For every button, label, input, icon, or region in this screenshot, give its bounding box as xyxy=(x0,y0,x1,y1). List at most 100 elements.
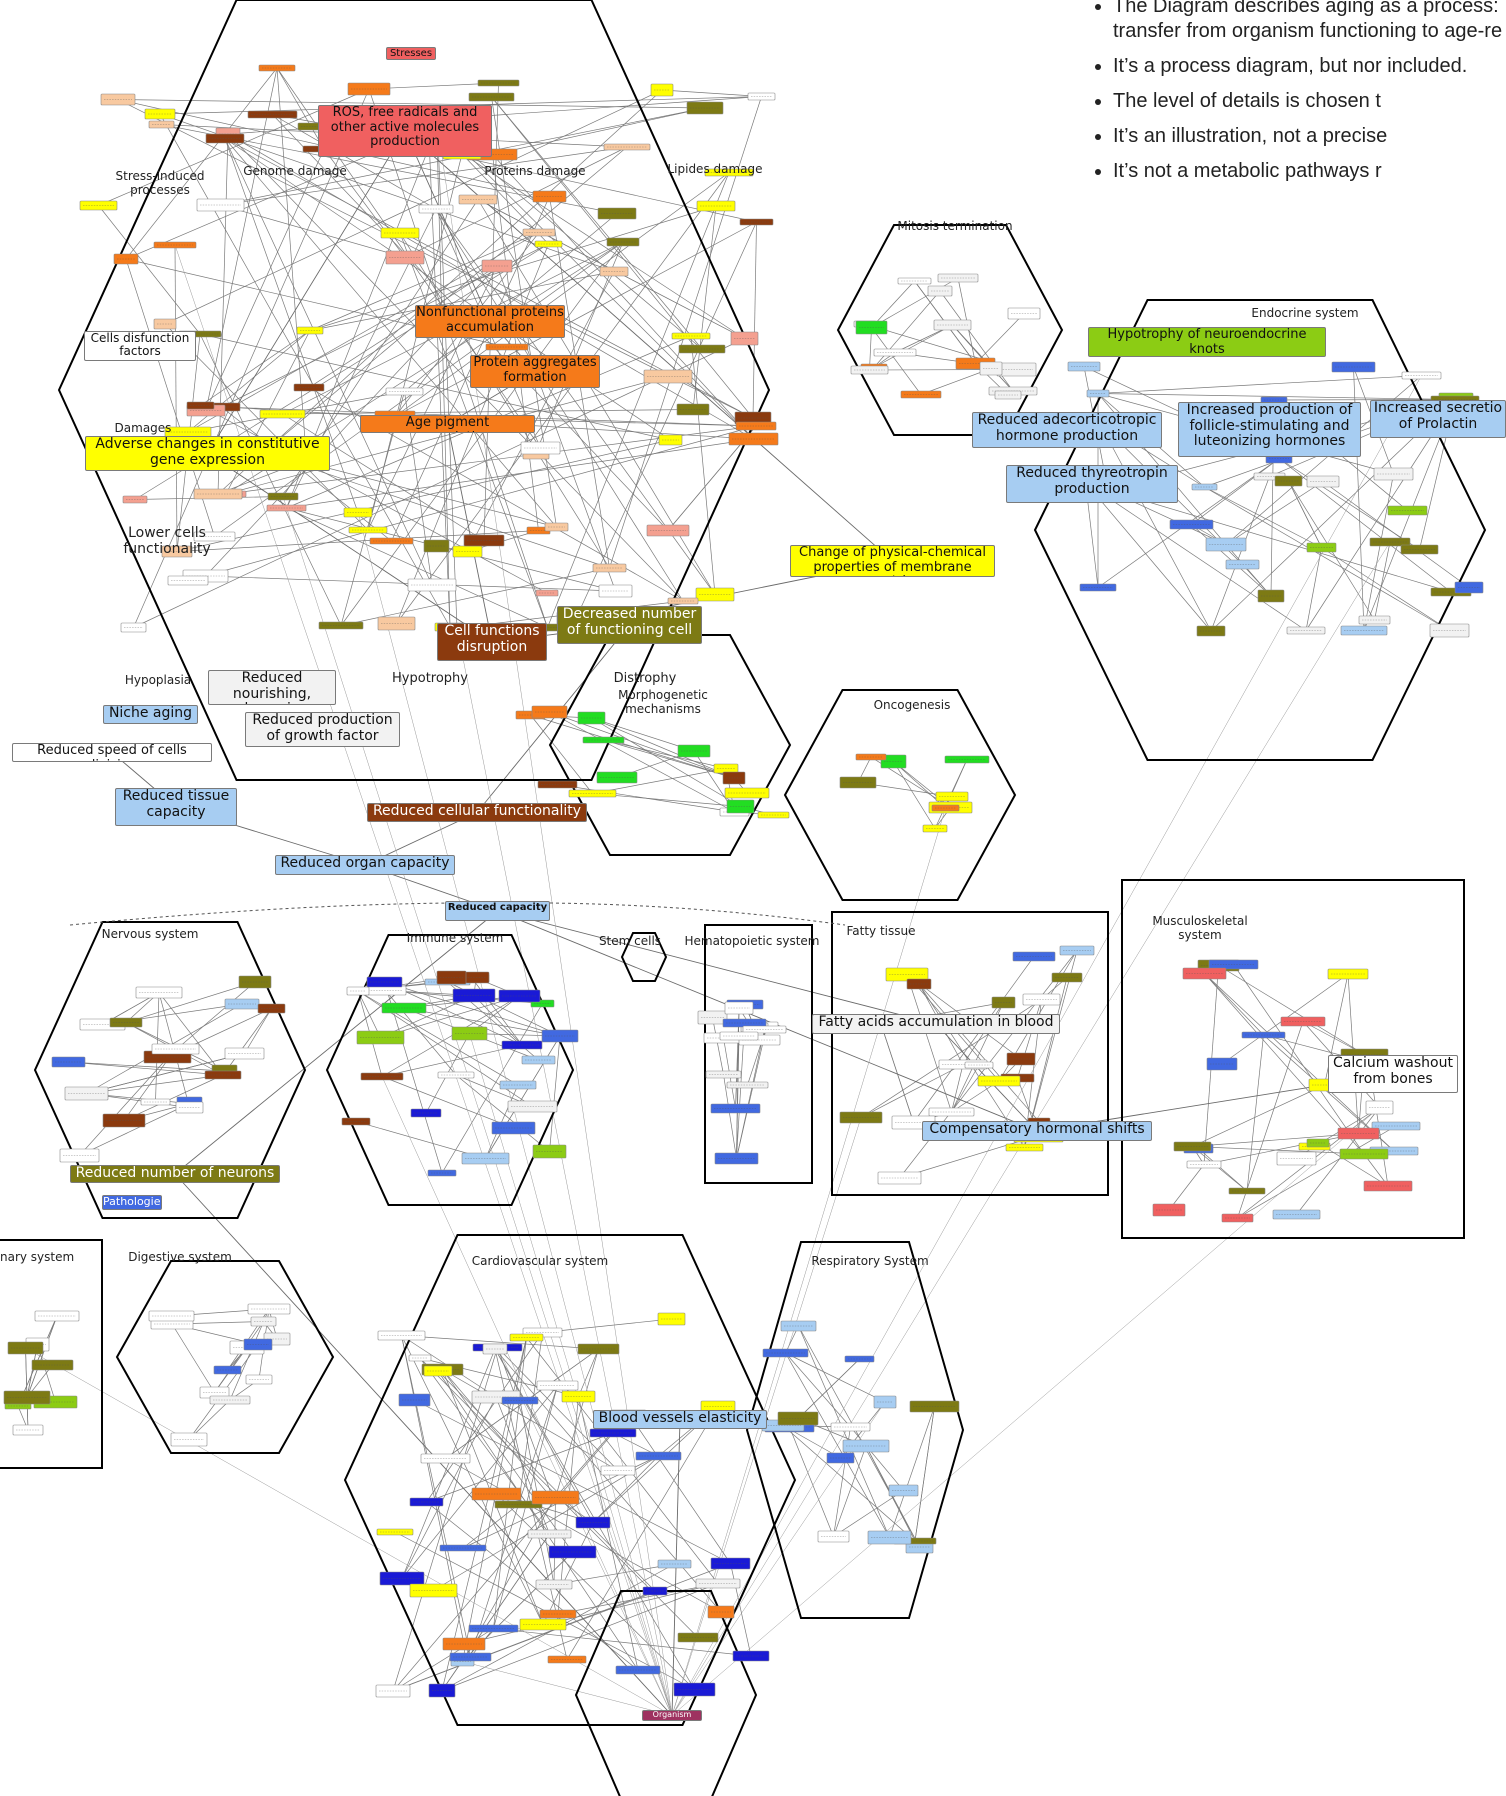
connector xyxy=(220,204,406,258)
node-adverse-changes: Adverse changes in constitutive gene exp… xyxy=(85,436,330,471)
note-item: It’s an illustration, not a precise xyxy=(1113,124,1506,149)
minor-node xyxy=(428,1683,456,1698)
connector xyxy=(1204,486,1450,631)
minor-node xyxy=(79,200,118,211)
connector xyxy=(497,910,937,1025)
section-outline-hematopoietic xyxy=(704,924,813,1184)
connector xyxy=(442,1369,619,1471)
minor-node xyxy=(1306,475,1340,488)
connector xyxy=(975,313,1025,364)
connector xyxy=(123,1074,224,1121)
connector xyxy=(396,172,730,624)
minor-node xyxy=(360,1072,404,1081)
connector xyxy=(98,205,201,335)
connector xyxy=(199,333,342,626)
node-reduced-capacity: Reduced capacity xyxy=(445,901,550,921)
minor-node xyxy=(507,1100,558,1113)
minor-node xyxy=(64,1086,109,1101)
connector xyxy=(497,1347,554,1501)
minor-node xyxy=(1012,951,1056,962)
connector xyxy=(286,507,616,592)
connector xyxy=(227,133,684,602)
section-title-digestive: Digestive system xyxy=(128,1250,232,1264)
connector xyxy=(286,438,754,509)
connector xyxy=(401,1348,496,1579)
connector xyxy=(492,107,706,155)
connector xyxy=(404,213,618,392)
connector xyxy=(381,1076,514,1129)
minor-node xyxy=(722,771,746,785)
connector xyxy=(442,1369,573,1553)
node-membrane-matrix: Change of physical-chemical properties o… xyxy=(790,545,995,577)
minor-node xyxy=(420,1453,471,1464)
connector xyxy=(889,1406,935,1538)
connector xyxy=(752,221,757,419)
node-ros: ROS, free radicals and other active mole… xyxy=(318,105,492,157)
minor-node xyxy=(548,1545,597,1559)
connector xyxy=(133,338,745,628)
connector xyxy=(592,793,741,807)
connector xyxy=(125,67,278,260)
minor-node xyxy=(1400,544,1439,555)
connector xyxy=(518,1332,543,1505)
connector xyxy=(496,1493,695,1690)
connector xyxy=(518,1385,558,1505)
connector xyxy=(222,1008,272,1076)
minor-node xyxy=(186,401,215,410)
minor-node xyxy=(850,365,889,375)
connector xyxy=(401,1335,544,1625)
section-outline-mitosis xyxy=(836,224,1064,436)
node-reduced-cellular-functionality: Reduced cellular functionality xyxy=(367,803,587,822)
connector xyxy=(357,990,381,1038)
connector xyxy=(282,496,673,1716)
connector xyxy=(1218,965,1365,1055)
minor-node xyxy=(245,1374,273,1385)
connector xyxy=(403,1007,561,1037)
connector xyxy=(661,89,762,97)
connector xyxy=(899,1135,1039,1179)
connector xyxy=(690,335,716,595)
minor-node xyxy=(213,1365,242,1375)
minor-node xyxy=(1208,959,1259,970)
minor-node xyxy=(356,1030,405,1045)
minor-node xyxy=(1371,1121,1421,1131)
minor-node xyxy=(696,200,736,212)
note-item: The level of details is chosen t xyxy=(1113,89,1506,114)
connector xyxy=(214,1321,264,1393)
connector xyxy=(723,1074,737,1159)
connector xyxy=(1098,420,1212,632)
minor-node xyxy=(522,228,556,237)
minor-node xyxy=(873,348,917,357)
minor-node xyxy=(839,1111,883,1124)
connector xyxy=(1305,399,1456,631)
label-genome-damage: Genome damage xyxy=(243,164,347,178)
connector xyxy=(1237,1125,1397,1219)
connector xyxy=(1192,1146,1365,1155)
node-reduced-nourishing: Reduced nourishing, hypoxia xyxy=(208,670,336,705)
minor-node xyxy=(719,1031,759,1041)
minor-node xyxy=(377,1330,426,1341)
minor-node xyxy=(933,319,972,331)
connector xyxy=(1024,950,1078,1148)
label-lipides-damage: Lipides damage xyxy=(667,162,763,176)
connector xyxy=(918,983,1040,1122)
node-reduced-neurons: Reduced number of neurons xyxy=(70,1165,280,1183)
connector xyxy=(441,1003,543,1174)
connector xyxy=(427,114,754,440)
node-calcium-washout: Calcium washout from bones xyxy=(1328,1055,1458,1093)
minor-node xyxy=(657,1312,686,1326)
label-distrophy: Distrophy xyxy=(613,671,677,686)
minor-node xyxy=(597,207,637,220)
minor-node xyxy=(1274,475,1303,487)
connector xyxy=(553,1497,556,1585)
minor-node xyxy=(707,1605,735,1619)
connector xyxy=(384,981,561,1037)
minor-node xyxy=(257,1003,286,1014)
minor-node xyxy=(909,1400,960,1413)
connector xyxy=(25,1347,28,1398)
connector xyxy=(951,1064,980,1113)
minor-node xyxy=(826,1452,855,1464)
connector xyxy=(871,327,922,395)
connector xyxy=(906,974,952,1113)
